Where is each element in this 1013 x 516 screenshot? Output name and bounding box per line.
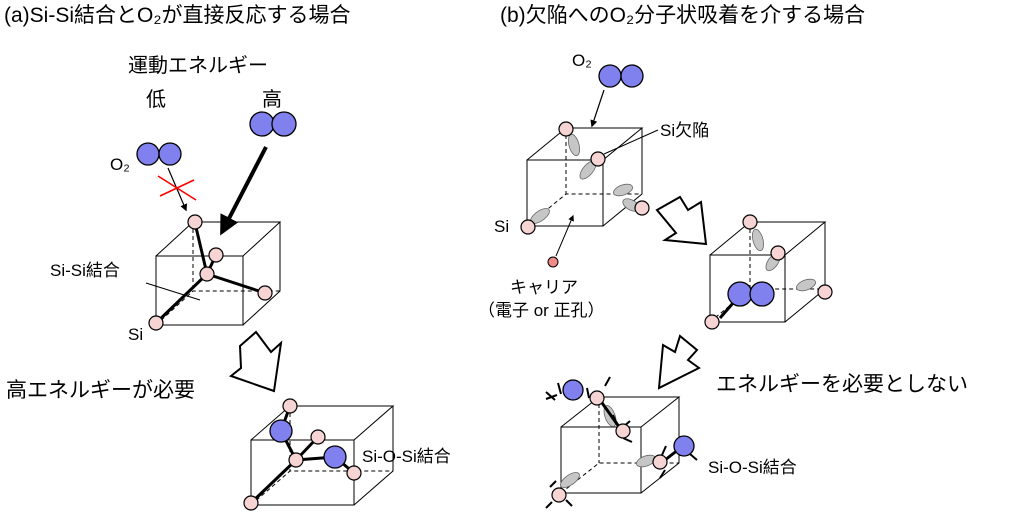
si-defect-leader (603, 129, 659, 155)
transition-arrow-b2 (657, 334, 701, 390)
sisi-bond-label: Si-Si結合 (50, 261, 120, 280)
panel-a-title: (a)Si-Si結合とO₂が直接反応する場合 (4, 4, 351, 27)
si-atoms-a1 (148, 214, 273, 331)
panel-b-title: (b)欠陥へのO₂分子状吸着を介する場合 (500, 4, 865, 27)
oxygen-atoms-b3 (562, 379, 695, 457)
si-crystal-cube-b2 (709, 221, 827, 323)
si-atoms-b1 (520, 121, 650, 235)
carrier-particle (547, 256, 559, 268)
high-energy-needed-label: 高エネルギーが必要 (6, 379, 195, 402)
o2-label-a: O₂ (110, 155, 130, 174)
adsorbed-o2-b2 (727, 281, 775, 307)
si-atoms-a2 (243, 398, 362, 511)
kinetic-energy-label: 運動エネルギー (128, 54, 268, 77)
panel-a: (a)Si-Si結合とO₂が直接反応する場合 運動エネルギー 低 高 O₂ (4, 4, 451, 511)
si-atoms-b3 (551, 390, 668, 503)
carrier-label: キャリア (510, 278, 578, 297)
carrier-arrow (555, 214, 574, 257)
oxygen-atoms-a2 (269, 419, 347, 469)
high-energy-o2-molecule (249, 111, 297, 137)
blocked-cross-icon (157, 175, 197, 201)
low-energy-label: 低 (146, 88, 166, 111)
o-tick-b3 (689, 453, 698, 461)
high-energy-approach-arrow (220, 146, 268, 236)
sisi-bond-leader (145, 282, 201, 301)
low-energy-approach-arrow (167, 167, 188, 212)
si-o-si-label-a: Si-O-Si結合 (362, 447, 451, 466)
si-defect-label: Si欠陥 (660, 121, 709, 140)
si-crystal-cube-a1 (155, 221, 282, 326)
carrier-sub-label: （電子 or 正孔） (478, 301, 605, 320)
adsorption-arrow (590, 89, 605, 128)
o2-molecule-b (598, 64, 644, 88)
high-energy-label: 高 (262, 88, 282, 111)
si-label-a: Si (128, 325, 143, 344)
si-label-b: Si (494, 217, 509, 236)
no-energy-needed-label: エネルギーを必要としない (716, 373, 968, 396)
o2-label-b: O₂ (572, 51, 592, 70)
transition-arrow-a (228, 330, 283, 393)
transition-arrow-b1 (655, 195, 708, 246)
dangling-bond-orbitals-b1 (530, 133, 640, 224)
si-o-si-label-b: Si-O-Si結合 (708, 458, 797, 477)
low-energy-o2-molecule (136, 142, 182, 166)
si-atoms-b2 (704, 214, 833, 330)
panel-b: (b)欠陥へのO₂分子状吸着を介する場合 O₂ Si欠陥 (478, 4, 968, 509)
